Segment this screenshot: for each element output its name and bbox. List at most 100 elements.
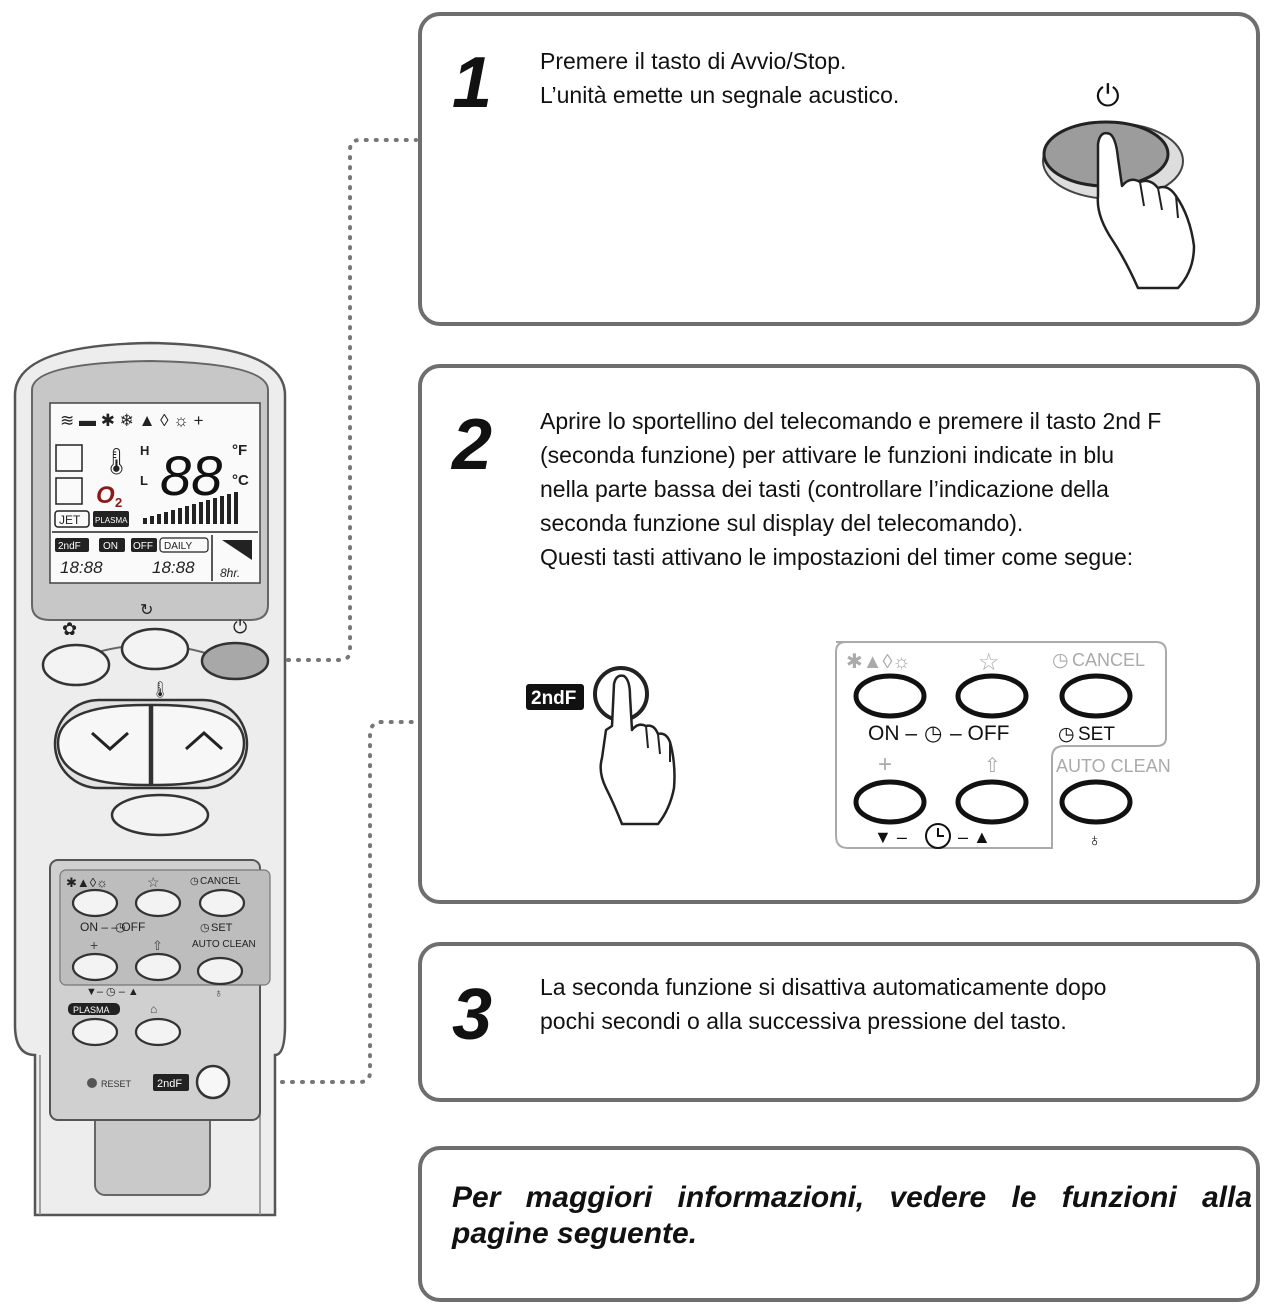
step2-box: 2 Aprire lo sportellino del telecomando … [418,364,1260,904]
svg-text:♁: ♁ [214,986,223,1000]
panel-on-off: ON – – OFF [80,920,145,934]
step3-number: 3 [452,975,493,1055]
lcd-thermo-icon: 🌡 [100,446,133,476]
timer-panel-auto-clean: AUTO CLEAN [1056,756,1171,776]
lcd-display: ≋ ▬ ✱ ❄ ▲ ◊ ☼ + 🌡 H L 88 °F °C O 2 JET P… [49,402,261,584]
panel-set: SET [211,922,233,934]
panel-cancel: CANCEL [200,876,241,887]
timer-panel-down: ▼ – [874,827,907,847]
svg-text:+: + [878,751,892,778]
timer-panel-up: – ▲ [958,827,991,847]
svg-text:☆: ☆ [147,874,160,890]
svg-text:▼– ◷ – ▲: ▼– ◷ – ▲ [86,986,139,998]
final-note-line-1: Per maggiori informazioni, vedere le fun… [452,1181,1252,1214]
svg-text:⌂: ⌂ [150,1002,157,1016]
svg-text:◷: ◷ [200,922,210,934]
swing-icon: ✿ [62,619,77,639]
step3-text: La seconda funzione si disattiva automat… [540,970,1106,1038]
lcd-off: OFF [133,541,153,552]
timer-panel-off: – OFF [950,722,1010,745]
temp-up-button [150,703,246,787]
panel-auto-clean: AUTO CLEAN [192,939,256,950]
lcd-unit-c: °C [232,472,249,489]
on-timer-key [853,673,927,719]
step3-box: 3 La seconda funzione si disattiva autom… [418,942,1260,1102]
auto-clean-key [1059,779,1133,825]
lcd-on: ON [103,541,118,552]
lcd-fan-high: H [140,443,149,458]
lcd-daily: DAILY [164,541,192,552]
power-button-press-illustration: ⏻ [1042,80,1196,290]
svg-text:◷: ◷ [190,876,199,887]
lcd-hours: 8hr. [220,566,240,580]
step2-text: Aprire lo sportellino del telecomando e … [540,404,1161,574]
lcd-fan-bars [143,492,238,524]
timer-keys-panel: ✱▲◊☼ ☆ ◷ CANCEL ON – ◷ – OFF ◷ SET AUTO … [835,641,1171,850]
timer-panel-cancel: CANCEL [1072,650,1145,670]
step3-line-2: pochi secondi o alla successiva pression… [540,1008,1067,1034]
fan-speed-button [110,793,210,837]
svg-text:⇧: ⇧ [152,938,163,953]
step1-box: 1 Premere il tasto di Avvio/Stop. L’unit… [418,12,1260,326]
power-button [200,641,270,681]
second-function-key-label: 2ndF [531,688,576,709]
final-note-box: Per maggiori informazioni, vedere le fun… [418,1146,1260,1302]
step1-line-1: Premere il tasto di Avvio/Stop. [540,48,847,74]
svg-text:✱▲◊☼: ✱▲◊☼ [846,651,911,673]
timer-set-key [1059,673,1133,719]
svg-text:≋ ▬ ✱ ❄ ▲ ◊ ☼ +: ≋ ▬ ✱ ❄ ▲ ◊ ☼ + [60,411,204,430]
second-function-button [195,1064,231,1100]
final-note-text: Per maggiori informazioni, vedere le fun… [452,1180,1252,1252]
lcd-o2-sub: 2 [115,495,122,510]
mode-icon: ↻ [140,602,153,619]
mode-button [120,627,190,671]
lcd-timer-on: 18:88 [60,558,103,577]
lcd-timer-off: 18:88 [152,558,195,577]
panel-2ndf: 2ndF [157,1078,182,1090]
step2-line-3: nella parte bassa dei tasti (controllare… [540,476,1109,502]
svg-text:◷: ◷ [1058,724,1075,745]
step2-line-1: Aprire lo sportellino del telecomando e … [540,408,1162,434]
svg-text:⇧: ⇧ [984,755,1001,777]
lcd-plasma: PLASMA [95,516,128,525]
step2-number: 2 [452,405,493,485]
power-symbol-icon: ⏻ [1096,80,1120,113]
timer-down-key [853,779,927,825]
finger-hand-icon [599,674,676,826]
step3-line-1: La seconda funzione si disattiva automat… [540,974,1107,1000]
plasma-button [71,1017,119,1047]
step1-text: Premere il tasto di Avvio/Stop. L’unità … [540,44,899,112]
step2-line-2: (seconda funzione) per attivare le funzi… [540,442,1115,468]
svg-text:☆: ☆ [978,649,1000,676]
step2-line-4: seconda funzione sul display del telecom… [540,510,1024,536]
remote-control: ≋ ▬ ✱ ❄ ▲ ◊ ☼ + 🌡 H L 88 °F °C O 2 JET P… [13,341,287,1217]
swing-button [41,643,111,687]
timer-up-key [955,779,1029,825]
final-note-line-2: pagine seguente. [452,1217,698,1250]
svg-text:♁: ♁ [1088,830,1102,850]
step2-line-5: Questi tasti attivano le impostazioni de… [540,544,1134,570]
connector-2ndf [230,720,418,1084]
auto-clean-button [134,1017,182,1047]
lcd-jet: JET [59,513,81,527]
power-icon: ⏻ [233,617,247,637]
svg-text:+: + [90,937,98,953]
svg-text:◷: ◷ [924,722,942,745]
lcd-unit-f: °F [232,442,247,459]
step1-number: 1 [452,43,493,123]
lcd-temp-digits: 88 [160,444,222,507]
timer-panel-on: ON – [868,722,917,745]
timer-panel-set: SET [1078,724,1115,745]
connector-power [266,138,418,662]
svg-text:◷: ◷ [115,920,125,934]
second-function-key-illustration: 2ndF [526,666,676,826]
step1-line-2: L’unità emette un segnale acustico. [540,82,900,108]
off-timer-key [955,673,1029,719]
lcd-2ndf: 2ndF [58,541,81,552]
lcd-fan-low: L [140,473,148,488]
svg-text:🌡: 🌡 [150,681,170,699]
svg-text:✱▲◊☼: ✱▲◊☼ [66,875,108,890]
panel-reset: RESET [101,1079,132,1089]
svg-text:◷: ◷ [1052,650,1069,671]
